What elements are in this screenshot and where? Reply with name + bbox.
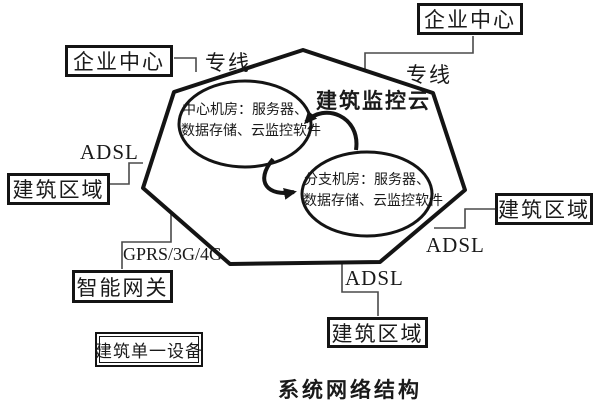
connector-enterprise-left-line: [174, 57, 197, 72]
link-label-dedicated-line-left: 专线: [205, 51, 251, 75]
connector-enterprise-right-cloud: [364, 36, 474, 71]
link-label-adsl-bottom: ADSL: [345, 266, 404, 290]
sync-arrow-to-center-icon: [303, 110, 359, 151]
node-smart-gateway: 智能网关: [72, 270, 173, 303]
connector-region-right-cloud: [434, 208, 495, 229]
node-building-single-device: 建筑单一设备: [95, 332, 203, 367]
link-label-gprs-3g-4g: GPRS/3G/4G: [123, 244, 223, 264]
link-label-dedicated-line-right: 专线: [406, 63, 452, 87]
node-enterprise-center-right: 企业中心: [417, 3, 523, 35]
diagram-caption: 系统网络结构: [278, 379, 422, 400]
connector-region-bottom-cloud: [341, 264, 379, 316]
node-building-region-right: 建筑区域: [495, 193, 593, 225]
link-label-adsl-right: ADSL: [426, 233, 485, 257]
center-room-line1: 中心机房：服务器、: [182, 103, 308, 118]
connector-region-left-cloud: [110, 162, 143, 185]
node-building-region-bottom: 建筑区域: [327, 317, 428, 348]
branch-room-line1: 分支机房：服务器、: [304, 173, 430, 188]
center-room-line2: 数据存储、云监控软件: [181, 124, 321, 139]
connector-gateway-cloud: [121, 213, 172, 269]
node-enterprise-center-left: 企业中心: [65, 45, 173, 77]
link-label-adsl-left: ADSL: [80, 140, 139, 164]
branch-room-ellipse: [300, 150, 434, 238]
branch-room-line2: 数据存储、云监控软件: [303, 194, 443, 209]
cloud-label: 建筑监控云: [316, 89, 431, 113]
branch-room-text: 分支机房：服务器、 数据存储、云监控软件: [303, 170, 443, 212]
node-building-region-left: 建筑区域: [7, 173, 110, 205]
center-room-text: 中心机房：服务器、 数据存储、云监控软件: [181, 100, 321, 142]
sync-arrow-to-branch-icon: [262, 157, 297, 200]
